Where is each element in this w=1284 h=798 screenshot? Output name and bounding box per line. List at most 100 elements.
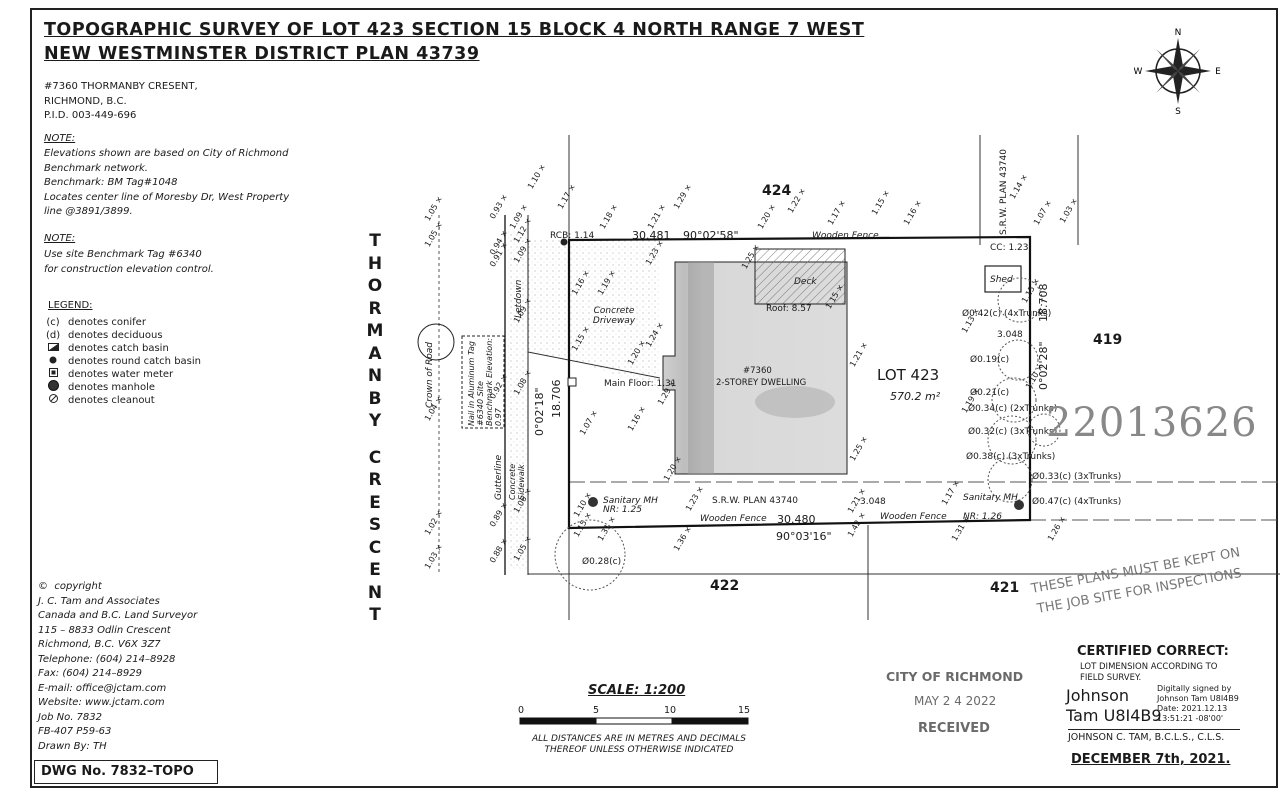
street-name-letter: C xyxy=(368,537,382,558)
lot-423-boundary xyxy=(567,235,1032,530)
gutterline-label: Gutterline xyxy=(494,454,504,500)
company-line: Telephone: (604) 214–8928 xyxy=(38,653,176,665)
legend-text: denotes cleanout xyxy=(68,395,155,407)
legend: (c)denotes conifer (d)denotes deciduous … xyxy=(46,317,201,408)
sanitary-mh-left: Sanitary MH xyxy=(603,496,658,506)
legend-item: denotes manhole xyxy=(46,380,201,397)
copyright-text: copyright xyxy=(54,581,102,592)
north-dimension: 30.481 xyxy=(632,229,671,242)
tree-east-label: Ø0.33(c) (3xTrunks) xyxy=(1032,472,1122,482)
catch-basin-icon xyxy=(46,342,60,357)
legend-text: denotes water meter xyxy=(68,369,174,381)
note-line: line @3891/3899. xyxy=(44,206,133,217)
signature-line xyxy=(1068,729,1240,730)
tree-canopy-sw xyxy=(554,519,626,591)
street-name-letter: R xyxy=(368,298,382,319)
units-note-line: THEREOF UNLESS OTHERWISE INDICATED xyxy=(544,745,734,755)
note-line: for construction elevation control. xyxy=(44,263,214,275)
note-heading: NOTE: xyxy=(44,133,76,144)
lot-421-label: 421 xyxy=(990,580,1020,596)
address-line: #7360 THORMANBY CRESENT, xyxy=(44,81,198,92)
manhole-icon xyxy=(588,497,598,507)
note-line: Benchmark: BM Tag#1048 xyxy=(44,177,178,188)
note-line: Elevations shown are based on City of Ri… xyxy=(44,148,289,159)
units-note: ALL DISTANCES ARE IN METRES AND DECIMALS… xyxy=(508,734,770,756)
west-dimension: 18.706 xyxy=(550,379,563,419)
legend-item: denotes round catch basin xyxy=(46,356,201,369)
address-block: #7360 THORMANBY CRESENT, RICHMOND, B.C. … xyxy=(44,80,198,124)
company-line: Website: www.jctam.com xyxy=(38,697,165,708)
lot-419-label: 419 xyxy=(1093,332,1123,348)
survey-title: TOPOGRAPHIC SURVEY OF LOT 423 SECTION 15… xyxy=(44,20,865,40)
shed-label: Shed xyxy=(990,275,1013,285)
srw-south-label: S.R.W. PLAN 43740 xyxy=(712,496,798,506)
street-name-letter: H xyxy=(367,253,383,274)
tree-east-label: Ø0.21(c) xyxy=(970,388,1010,398)
street-name-letter: N xyxy=(367,582,383,603)
note-line: Locates center line of Moresby Dr, West … xyxy=(44,191,290,203)
digital-signature-name: Johnson Tam U8I4B9 xyxy=(1066,686,1162,726)
conifer-symbol: (c) xyxy=(46,317,60,329)
scale-tick-15: 15 xyxy=(738,705,751,716)
copyright-heading: © copyright xyxy=(38,580,197,595)
street-name-letter: T xyxy=(369,605,381,625)
legend-item: (c) denotes conifer xyxy=(46,317,201,330)
tree-east-label: Ø0.38(c) (3xTrunks) xyxy=(966,452,1056,462)
legend-text: denotes catch basin xyxy=(68,343,169,355)
legend-item: denotes water meter xyxy=(46,368,201,382)
sanitary-mh-left-nr: NR: 1.25 xyxy=(603,505,642,515)
legend-text: denotes manhole xyxy=(68,382,156,394)
compass-west: W xyxy=(1134,67,1143,77)
permit-stamp-number: 22013626 xyxy=(1046,400,1258,446)
certification-date: DECEMBER 7th, 2021. xyxy=(1071,752,1231,767)
round-catch-basin-icon xyxy=(560,238,568,246)
roof-elevation: Roof: 8.57 xyxy=(766,304,812,314)
sanitary-mh-right-nr: NR: 1.26 xyxy=(963,512,1002,522)
north-arrow-compass: N S W E xyxy=(1134,28,1221,116)
manhole-icon xyxy=(46,380,60,397)
sig-meta-line: Digitally signed by xyxy=(1157,684,1232,693)
district-plan-title: NEW WESTMINSTER DISTRICT PLAN 43739 xyxy=(44,44,480,64)
company-line: E-mail: office@jctam.com xyxy=(38,682,167,694)
cleanout-icon xyxy=(46,394,60,409)
lot-423-label: LOT 423 xyxy=(877,366,940,384)
company-line: Fax: (604) 214–8929 xyxy=(38,668,142,679)
scale-bar xyxy=(519,717,749,725)
main-floor-elevation: Main Floor: 1.31 xyxy=(604,379,677,389)
tree-east-label: Ø0.42(c) (4xTrunks) xyxy=(962,309,1052,319)
compass-south: S xyxy=(1175,107,1181,116)
water-meter-icon xyxy=(567,377,577,387)
benchmark-note: Use site Benchmark Tag #6340 for constru… xyxy=(44,248,214,277)
legend-item: denotes catch basin xyxy=(46,343,201,356)
sig-line: Tam U8I4B9 xyxy=(1066,706,1162,725)
scale-tick-5: 5 xyxy=(593,705,600,716)
benchmark-box xyxy=(461,335,505,429)
copyright-block: © copyright J. C. Tam and Associates Can… xyxy=(38,580,197,754)
wooden-fence-north: Wooden Fence xyxy=(812,231,879,241)
lot-422-label: 422 xyxy=(710,578,740,594)
deck-label: Deck xyxy=(794,277,817,287)
legend-item: denotes cleanout xyxy=(46,394,201,409)
city-stamp-name: CITY OF RICHMOND xyxy=(886,669,1024,684)
street-name-letter: O xyxy=(367,276,383,296)
street-name-letter: N xyxy=(367,366,383,386)
sanitary-mh-right: Sanitary MH xyxy=(963,493,1018,503)
scale-tick-10: 10 xyxy=(664,705,677,716)
scale-tick-0: 0 xyxy=(518,705,525,716)
street-name-letter: T xyxy=(369,231,381,251)
south-dimension: 30.480 xyxy=(777,513,816,526)
compass-north: N xyxy=(1175,28,1182,38)
dwelling-label: 2-STOREY DWELLING xyxy=(716,378,807,388)
driveway-edge xyxy=(527,351,661,379)
wooden-fence-south-right: Wooden Fence xyxy=(880,512,947,522)
certified-correct-title: CERTIFIED CORRECT: xyxy=(1077,644,1229,659)
legend-text: denotes conifer xyxy=(68,317,146,329)
manhole-icon xyxy=(1014,500,1024,510)
cc-elevation: CC: 1.23 xyxy=(990,243,1029,253)
units-note-line: ALL DISTANCES ARE IN METRES AND DECIMALS xyxy=(531,734,746,744)
south-bearing: 90°03'16" xyxy=(776,530,832,543)
tree-east-label: Ø0.32(c) (3xTrunks) xyxy=(968,427,1058,437)
street-name-letter: B xyxy=(368,388,382,409)
driveway-area xyxy=(528,240,660,390)
